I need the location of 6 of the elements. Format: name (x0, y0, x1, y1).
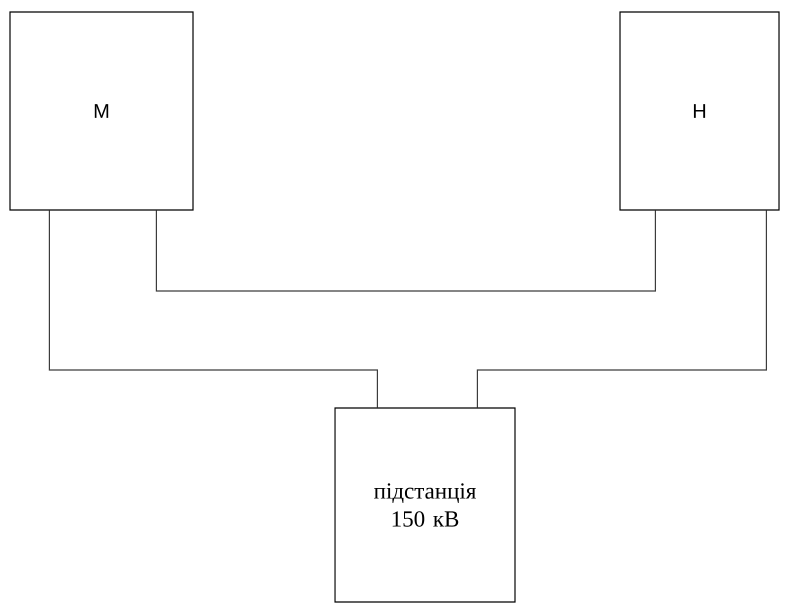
block-box: М (9, 11, 194, 211)
connection-line (48, 210, 378, 408)
connection-line (156, 210, 656, 292)
block-box: Н (619, 11, 780, 211)
connection-line (476, 210, 767, 408)
substation-box: підстанція 150 кВ (334, 407, 516, 603)
